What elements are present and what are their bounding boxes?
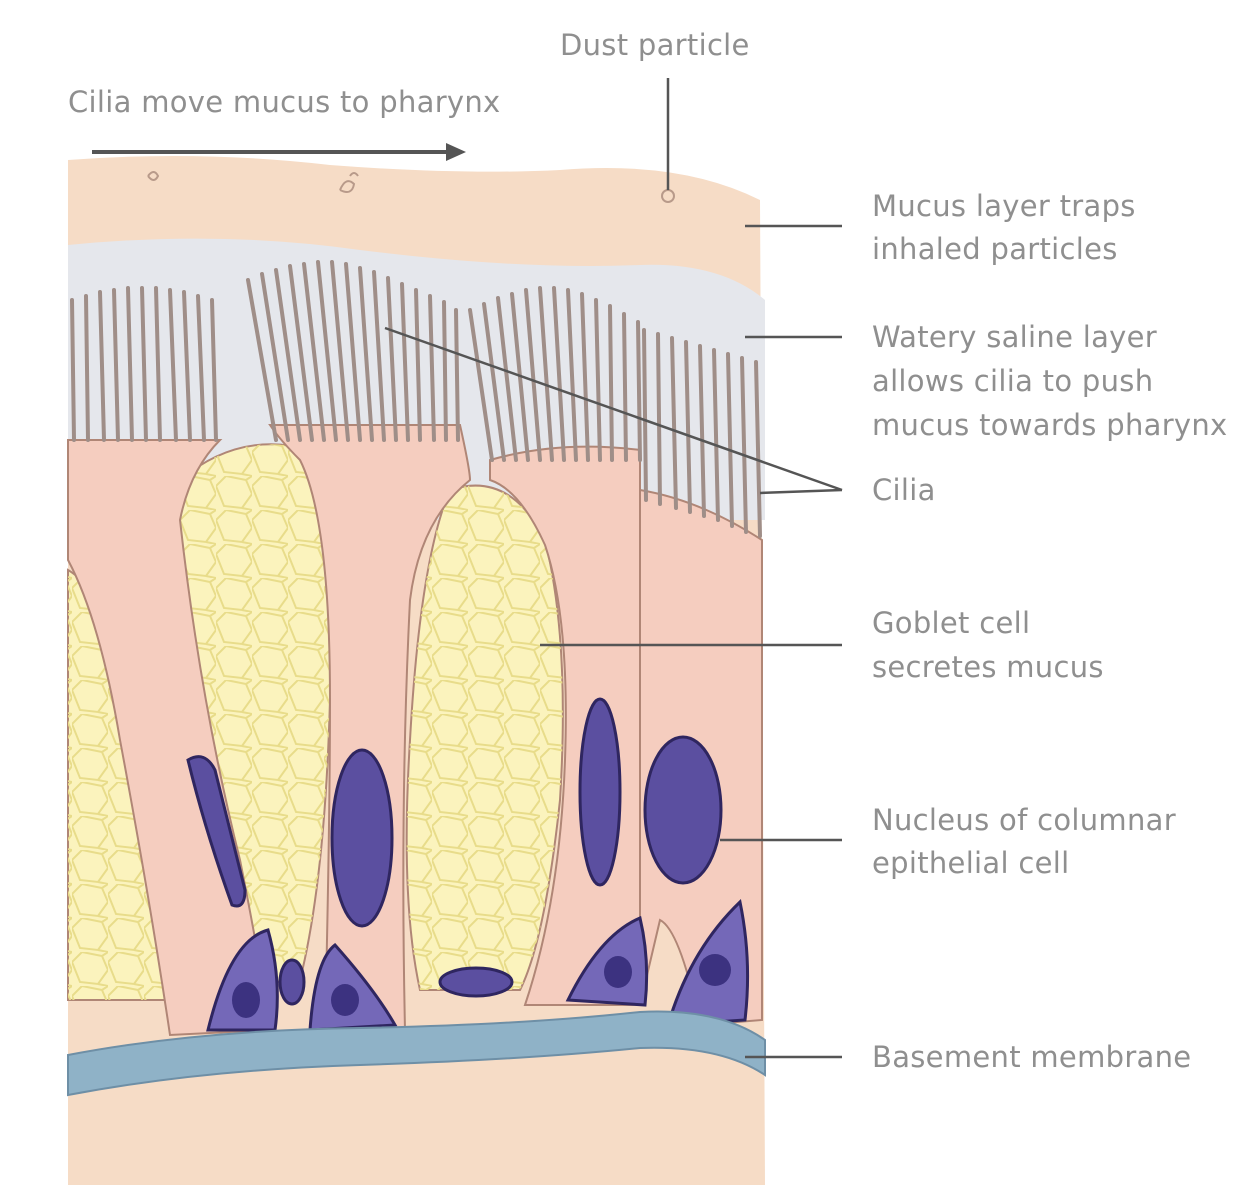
labels: Cilia move mucus to pharynx Dust particl… (68, 28, 1228, 1074)
particle (339, 172, 359, 193)
nucleus (578, 697, 622, 887)
goblet-cell-texture (175, 444, 333, 983)
label-goblet-line2: secretes mucus (872, 650, 1104, 684)
cilia-tuft (642, 328, 762, 538)
nucleus (278, 958, 306, 1006)
label-mucus-line2: inhaled particles (872, 232, 1118, 266)
basal-nucleus (604, 956, 632, 988)
leader-cilia-b (759, 488, 843, 495)
nucleus (438, 966, 514, 998)
label-cilia-move: Cilia move mucus to pharynx (68, 85, 501, 119)
basal-cell (206, 928, 279, 1032)
label-cilia: Cilia (872, 473, 936, 507)
leader-lines (384, 78, 843, 1059)
label-nucleus-line1: Nucleus of columnar (872, 803, 1176, 837)
leader-cilia-a (384, 326, 843, 492)
basement-membrane (67, 1010, 766, 1097)
cilia-tufts (70, 260, 762, 538)
basal-nucleus (232, 982, 260, 1018)
direction-arrow (92, 143, 466, 161)
nuclei (186, 697, 750, 1032)
label-mucus-line1: Mucus layer traps (872, 189, 1136, 223)
label-basement: Basement membrane (872, 1040, 1191, 1074)
basal-nucleus (699, 954, 731, 986)
goblet-cell-texture (406, 485, 563, 990)
basal-nucleus (331, 984, 359, 1016)
label-watery-line3: mucus towards pharynx (872, 408, 1228, 442)
label-dust-particle: Dust particle (560, 28, 750, 62)
cilia-tuft (246, 260, 460, 442)
cilia-tuft (70, 286, 218, 442)
cilia-tuft (468, 286, 642, 462)
nucleus (330, 748, 394, 928)
label-watery-line2: allows cilia to push (872, 364, 1153, 398)
label-watery-line1: Watery saline layer (872, 320, 1157, 354)
nucleus (186, 755, 247, 908)
nucleus (643, 735, 723, 885)
label-nucleus-line2: epithelial cell (872, 846, 1069, 880)
label-goblet-line1: Goblet cell (872, 606, 1030, 640)
particle (147, 171, 160, 181)
